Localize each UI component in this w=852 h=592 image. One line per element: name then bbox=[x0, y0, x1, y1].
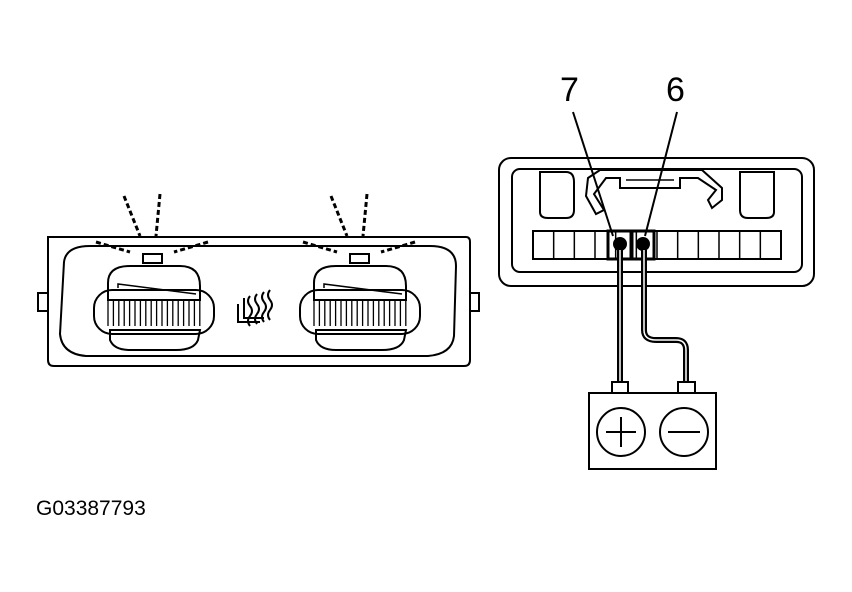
connector-terminal-cells bbox=[552, 231, 762, 259]
seat-heater-icon bbox=[237, 289, 273, 327]
light-ray bbox=[329, 195, 349, 237]
battery-negative-terminal bbox=[659, 407, 709, 457]
terminal-7-contact bbox=[613, 237, 627, 251]
battery-positive-post bbox=[611, 381, 629, 394]
battery bbox=[588, 381, 717, 470]
light-ray bbox=[154, 193, 162, 237]
light-ray bbox=[361, 193, 369, 237]
battery-positive-terminal bbox=[596, 407, 646, 457]
pin-6-leader-line bbox=[644, 111, 678, 237]
terminal-6-contact bbox=[636, 237, 650, 251]
left-dial-lower-housing bbox=[109, 329, 202, 351]
switch-panel-face bbox=[58, 245, 458, 357]
seat-heater-switch-panel bbox=[37, 236, 480, 367]
pin-7-leader-line bbox=[572, 111, 614, 237]
left-dial-housing bbox=[107, 265, 201, 301]
right-dial-ridges bbox=[313, 300, 407, 326]
connector-left-clip bbox=[539, 171, 575, 219]
light-ray bbox=[302, 240, 338, 254]
left-indicator-lamp bbox=[142, 253, 163, 264]
battery-case bbox=[588, 392, 717, 470]
light-ray bbox=[122, 195, 142, 237]
pin-label-6: 6 bbox=[666, 71, 685, 109]
connector-housing-outer bbox=[498, 157, 815, 287]
indicator-light-rays bbox=[95, 193, 416, 254]
left-heater-dial bbox=[93, 253, 215, 351]
switch-panel-left-tab bbox=[37, 292, 49, 312]
right-dial-housing bbox=[313, 265, 407, 301]
figure-id: G03387793 bbox=[36, 497, 146, 520]
connector-latch bbox=[584, 169, 723, 216]
left-dial-wheel bbox=[93, 289, 215, 335]
light-ray bbox=[380, 240, 416, 254]
light-ray bbox=[95, 240, 131, 254]
switch-connector bbox=[498, 157, 815, 287]
pin-label-7: 7 bbox=[560, 71, 579, 109]
left-dial-ridges bbox=[107, 300, 201, 326]
light-ray bbox=[173, 240, 209, 254]
switch-panel-bezel bbox=[47, 236, 471, 367]
right-heater-dial bbox=[299, 253, 421, 351]
negative-lead-wire bbox=[641, 250, 689, 384]
negative-lead-wire-core bbox=[643, 250, 687, 384]
left-dial-indicator bbox=[117, 283, 197, 295]
right-indicator-lamp bbox=[349, 253, 370, 264]
switch-panel-right-tab bbox=[469, 292, 480, 312]
right-dial-wheel bbox=[299, 289, 421, 335]
right-dial-lower-housing bbox=[315, 329, 408, 351]
connector-right-clip bbox=[739, 171, 775, 219]
battery-negative-post bbox=[677, 381, 696, 394]
right-dial-indicator bbox=[323, 283, 403, 295]
